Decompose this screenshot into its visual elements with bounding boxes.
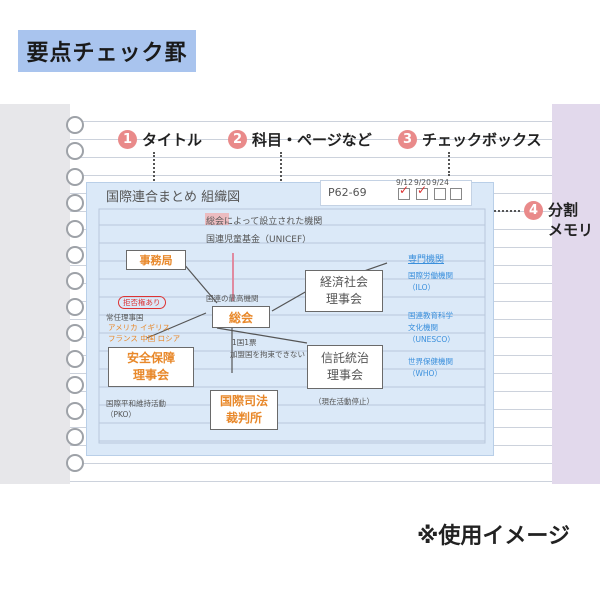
security-council-box: 安全保障 理事会 xyxy=(108,347,194,387)
note-title: 国際連合まとめ 組織図 xyxy=(106,190,241,205)
leader-line xyxy=(280,152,282,184)
usage-image-note: ※使用イメージ xyxy=(417,524,570,549)
vote-note: 1国1票 xyxy=(232,338,257,347)
ring-icon xyxy=(66,194,84,212)
subject-box xyxy=(320,180,472,206)
callout-label-title: タイトル xyxy=(142,131,203,149)
page-stack-edge xyxy=(0,104,70,484)
veto-badge: 拒否権あり xyxy=(118,296,166,309)
callout-number-3: 3 xyxy=(398,130,417,149)
secretariat-box: 事務局 xyxy=(126,250,186,270)
checkbox-2[interactable]: ✓ xyxy=(416,183,428,200)
ring-icon xyxy=(66,298,84,316)
permanent-members-title: 常任理事国 xyxy=(106,313,144,322)
checkmark-icon: ✓ xyxy=(417,183,428,197)
check-date-1: 9/12 xyxy=(396,178,413,187)
ring-icon xyxy=(66,246,84,264)
callout-subject-page: 2 科目・ページなど xyxy=(228,129,372,150)
checkbox-1[interactable]: ✓ xyxy=(398,183,410,200)
ilo-note: 国際労働機関 （ILO） xyxy=(408,271,453,292)
ring-icon xyxy=(66,350,84,368)
ring-icon xyxy=(66,168,84,186)
leader-line xyxy=(448,152,450,176)
note-card xyxy=(86,182,494,456)
ring-icon xyxy=(66,142,84,160)
callout-number-2: 2 xyxy=(228,130,247,149)
callout-label-subject: 科目・ページなど xyxy=(252,131,372,149)
callout-label-checkbox: チェックボックス xyxy=(422,131,542,149)
ring-icon xyxy=(66,116,84,134)
callout-label-memory: 分割 メモリ xyxy=(548,201,594,239)
notebook-side-edge xyxy=(552,104,600,484)
ga-caption: 国連の最高機関 xyxy=(206,294,259,303)
ecosoc-box: 経済社会 理事会 xyxy=(305,270,383,312)
trusteeship-note: （現在活動停止） xyxy=(314,397,374,406)
ring-icon xyxy=(66,272,84,290)
general-assembly-box: 総会 xyxy=(212,306,270,328)
unesco-note: 国連教育科学 文化機関 （UNESCO） xyxy=(408,311,455,344)
check-date-3: 9/24 xyxy=(432,178,449,187)
callout-number-4: 4 xyxy=(524,201,543,220)
vote-restriction: 加盟国を拘束できない xyxy=(230,350,305,359)
ring-icon xyxy=(66,428,84,446)
pko-note: 国際平和維持活動 （PKO） xyxy=(106,399,166,419)
permanent-members-list: アメリカ イギリス フランス 中国 ロシア xyxy=(108,323,181,343)
unicef-text: 国連児童基金（UNICEF） xyxy=(206,235,312,245)
ring-icon xyxy=(66,402,84,420)
unicef-note: 国連児童基金（UNICEF） xyxy=(206,232,311,245)
established-note: 総会によって設立された機関 xyxy=(206,217,323,227)
leader-line xyxy=(482,210,520,212)
trusteeship-box: 信託統治 理事会 xyxy=(307,345,383,389)
checkmark-icon: ✓ xyxy=(399,183,410,197)
specialized-heading: 専門機関 xyxy=(408,255,445,265)
ring-icon xyxy=(66,376,84,394)
checkbox-3[interactable] xyxy=(434,188,446,200)
page-reference: P62-69 xyxy=(328,186,367,199)
ring-icon xyxy=(66,454,84,472)
checkbox-4[interactable] xyxy=(450,188,462,200)
callout-memory: 4 分割 メモリ xyxy=(524,201,593,240)
page-title: 要点チェック罫 xyxy=(18,30,196,72)
callout-title: 1 タイトル xyxy=(118,129,202,150)
callout-number-1: 1 xyxy=(118,130,137,149)
ring-icon xyxy=(66,324,84,342)
icj-box: 国際司法 裁判所 xyxy=(210,390,278,430)
ring-icon xyxy=(66,220,84,238)
callout-checkbox: 3 チェックボックス xyxy=(398,129,542,150)
note-lines xyxy=(98,208,486,444)
leader-line xyxy=(153,152,155,184)
who-note: 世界保健機関 （WHO） xyxy=(408,357,453,378)
check-date-2: 9/20 xyxy=(414,178,431,187)
